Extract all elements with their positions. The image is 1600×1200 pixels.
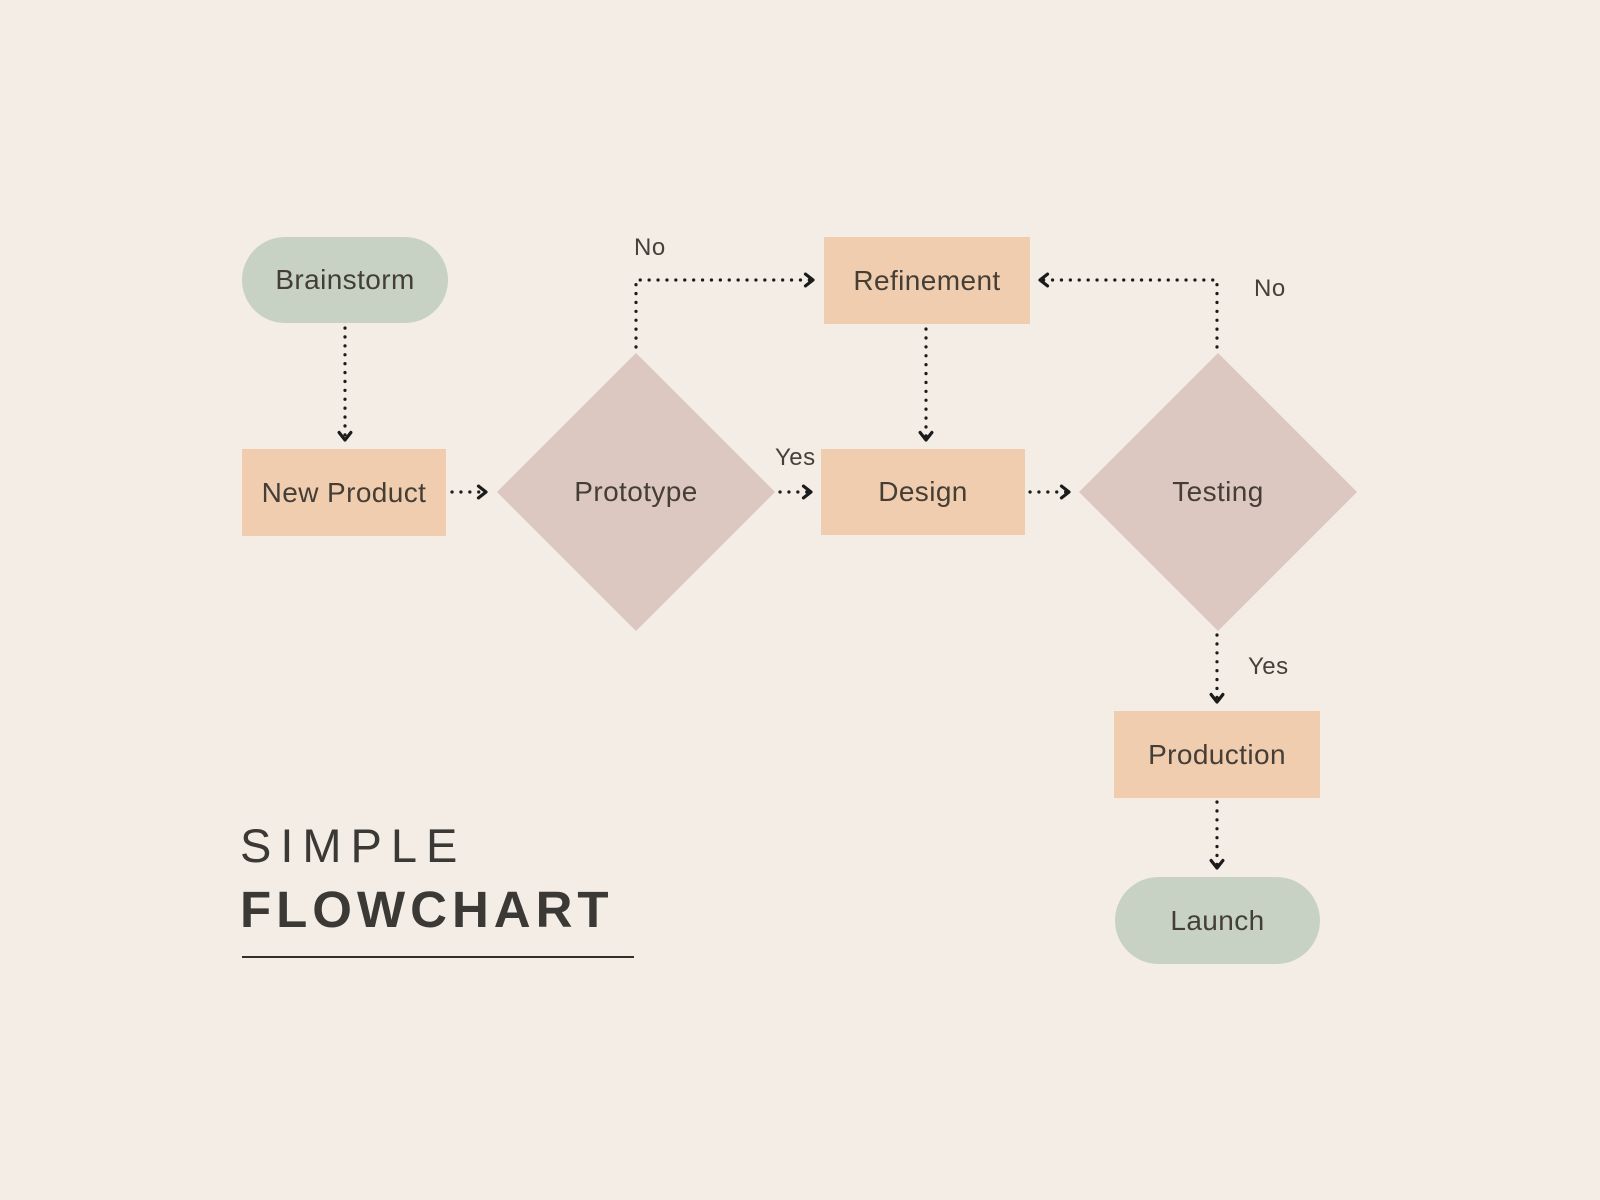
node-prototype-label: Prototype — [574, 476, 698, 507]
node-brainstorm: Brainstorm — [242, 237, 448, 323]
node-new-product-label: New Product — [261, 476, 427, 508]
node-refinement: Refinement — [824, 237, 1030, 324]
node-prototype: Prototype — [497, 353, 775, 631]
title-line-flowchart: FLOWCHART — [240, 881, 614, 938]
node-design: Design — [821, 449, 1025, 535]
title-line-simple: SIMPLE — [240, 819, 467, 872]
node-testing: Testing — [1079, 353, 1357, 631]
node-launch-label: Launch — [1170, 904, 1265, 936]
edge-label-testing-no: No — [1254, 275, 1286, 302]
node-production-label: Production — [1148, 738, 1286, 770]
edge-label-testing-yes: Yes — [1248, 653, 1289, 680]
node-launch: Launch — [1115, 877, 1320, 964]
edge-testing-no-to-refinement — [1038, 272, 1219, 349]
title-underline — [242, 956, 634, 958]
edge-label-prototype-yes: Yes — [775, 444, 816, 471]
node-production: Production — [1114, 711, 1320, 798]
node-design-label: Design — [878, 476, 968, 507]
node-testing-label: Testing — [1172, 476, 1264, 507]
node-refinement-label: Refinement — [853, 264, 1001, 296]
edge-prototype-no-to-refinement — [634, 272, 815, 349]
edge-label-prototype-no: No — [634, 234, 666, 261]
node-brainstorm-label: Brainstorm — [275, 264, 415, 295]
node-new-product: New Product — [242, 449, 446, 536]
title-block: SIMPLE FLOWCHART — [240, 818, 614, 939]
